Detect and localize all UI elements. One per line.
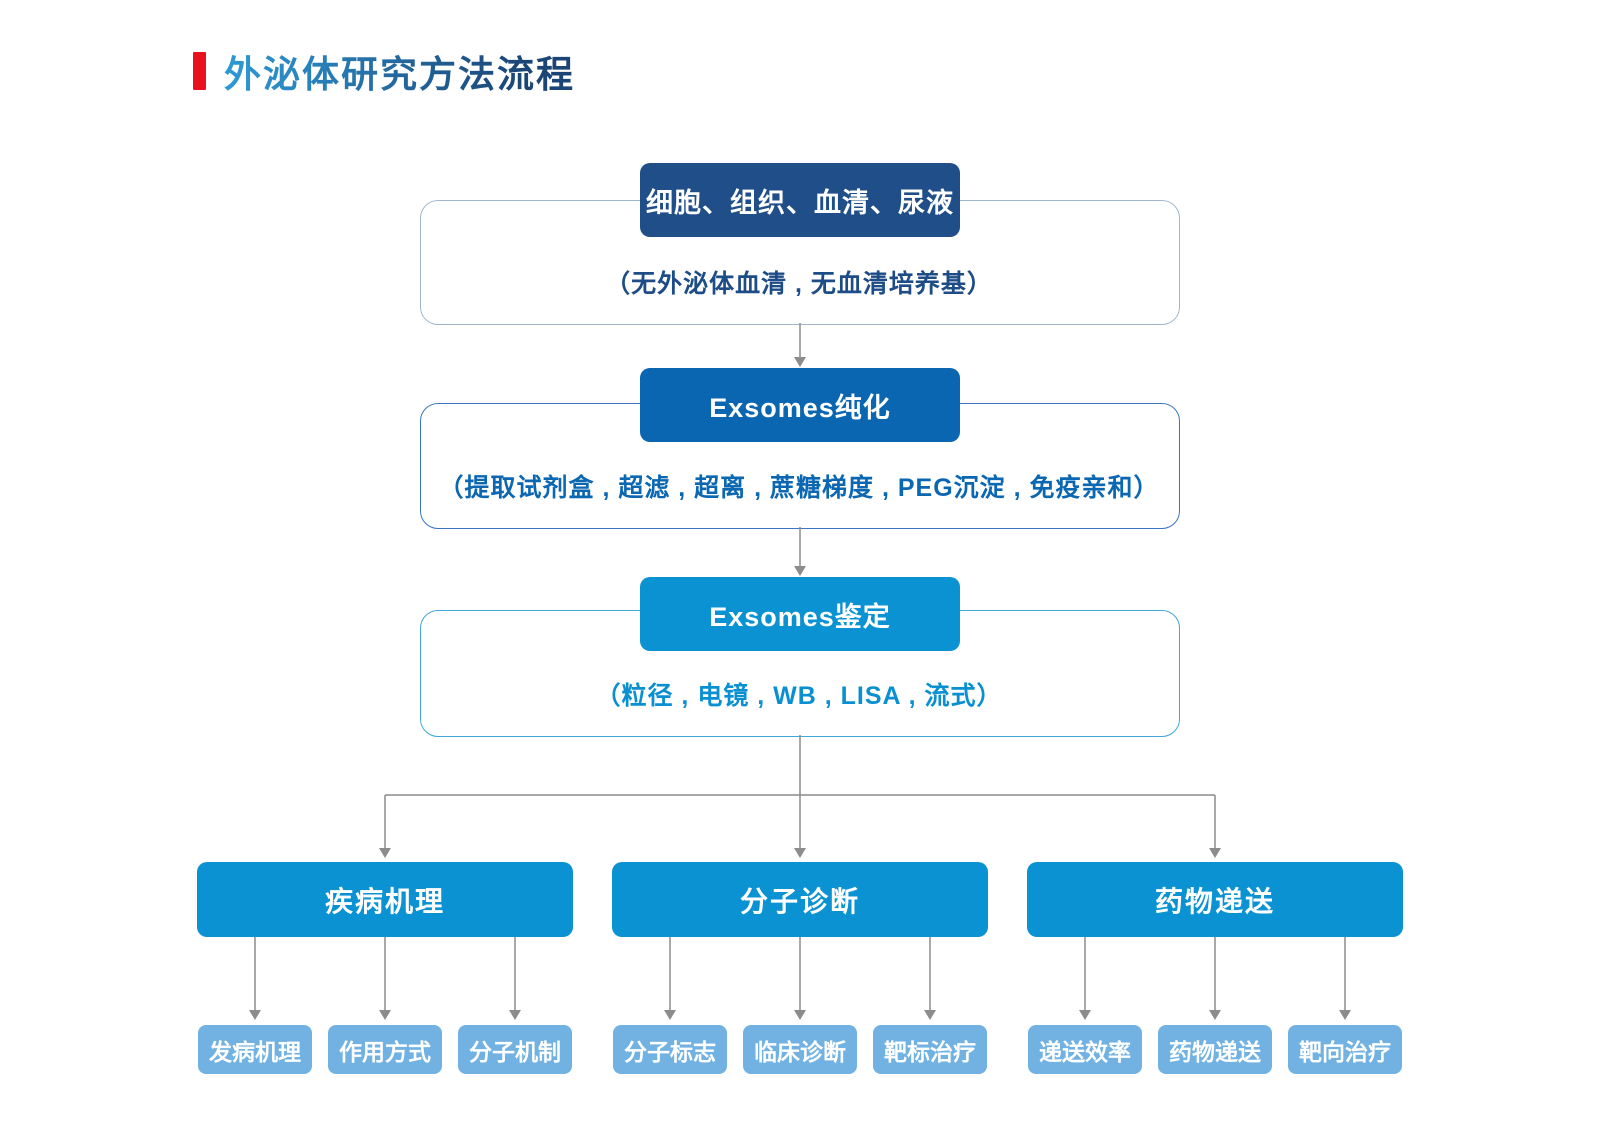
child-molecular-mechanism: 分子机制 <box>458 1025 572 1074</box>
page-title: 外泌体研究方法流程 <box>224 44 575 98</box>
branch-disease-mechanism: 疾病机理 <box>197 862 573 937</box>
stage-source-note: （无外泌体血清 , 无血清培养基） <box>605 270 993 298</box>
connector-identification-to-branches <box>379 735 1221 858</box>
stage-exosome-identification: Exsomes鉴定 <box>640 577 960 651</box>
arrow-purification-to-identification <box>794 527 806 576</box>
child-target-therapy: 靶标治疗 <box>873 1025 987 1074</box>
child-molecular-marker: 分子标志 <box>613 1025 727 1074</box>
stage-source-sample: 细胞、组织、血清、尿液 <box>640 163 960 237</box>
child-drug-delivery: 药物递送 <box>1158 1025 1272 1074</box>
child-pathogenesis: 发病机理 <box>198 1025 312 1074</box>
branch-drug-delivery: 药物递送 <box>1027 862 1403 937</box>
title-accent-bar <box>193 52 206 90</box>
arrows-drug-delivery-children <box>1079 937 1351 1020</box>
page-header: 外泌体研究方法流程 <box>193 44 575 98</box>
child-action-mode: 作用方式 <box>328 1025 442 1074</box>
child-delivery-efficiency: 递送效率 <box>1028 1025 1142 1074</box>
stage-identification-note: （粒径 , 电镜 , WB , LISA , 流式） <box>595 682 1003 710</box>
stage-exosome-purification: Exsomes纯化 <box>640 368 960 442</box>
arrows-disease-mechanism-children <box>249 937 521 1020</box>
child-targeted-therapy: 靶向治疗 <box>1288 1025 1402 1074</box>
child-clinical-diagnosis: 临床诊断 <box>743 1025 857 1074</box>
branch-molecular-diagnosis: 分子诊断 <box>612 862 988 937</box>
stage-purification-note: （提取试剂盒 , 超滤 , 超离 , 蔗糖梯度 , PEG沉淀 , 免疫亲和） <box>438 474 1160 502</box>
arrow-source-to-purification <box>794 323 806 367</box>
arrows-molecular-diagnosis-children <box>664 937 936 1020</box>
